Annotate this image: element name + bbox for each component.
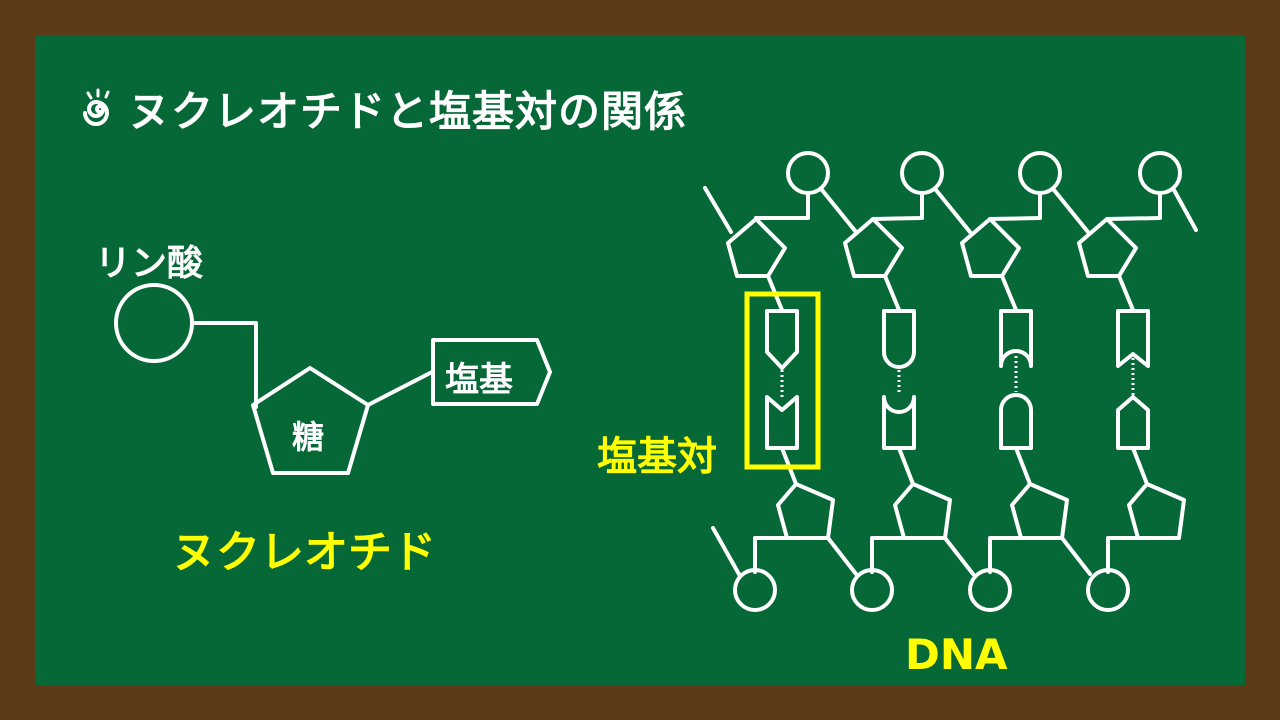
dna-base-bottom [882,395,916,450]
dna-bond [988,536,1023,574]
dna-sugar [726,217,787,278]
dna-phosphate [733,568,777,612]
dna-sugar [1077,217,1138,278]
dna-phosphate [900,151,944,195]
dna-sugar [776,482,835,540]
dna-bond [1014,446,1032,486]
dna-base-top [765,309,799,370]
dna-base-top [882,309,916,369]
sugar-pentagon [251,366,370,475]
chalkboard [35,35,1245,685]
dna-base-bottom [999,393,1033,450]
swirl-icon [83,88,110,126]
dna-bond [897,446,915,486]
dna-sugar [1010,482,1069,540]
dna-bond [934,188,972,234]
dna-phosphate [850,568,894,612]
sugar-base-bond [366,370,434,407]
dna-base-top [999,309,1033,368]
dna-sugar [1127,482,1186,540]
dna-base-top [1116,309,1150,368]
dna-phosphate [1018,151,1062,195]
dna-sugar [960,217,1021,278]
dna-sugar [843,217,904,278]
dna-base-bottom [1116,395,1150,450]
dna-bond [1052,188,1090,234]
dna-bond [883,274,901,312]
nucleotide-caption: ヌクレオチド [172,527,436,578]
dna-sugar [893,482,952,540]
base-pair-highlight-box [744,291,821,470]
base-shape [431,338,552,406]
dna-bond [754,191,810,221]
dna-bond [820,188,858,234]
dna-phosphate [786,151,830,195]
base-label: 塩基 [445,360,513,400]
strand-end [703,186,733,234]
dna-bond [943,536,975,576]
dna-bond [1060,536,1092,576]
base-pair-label: 塩基対 [597,434,717,480]
dna-bond [1105,191,1162,221]
phosphate-sugar-bond [190,321,258,409]
dna-bond [1117,274,1135,312]
dna-bond [1106,536,1140,574]
dna-bond [1172,188,1198,232]
dna-bond [753,536,789,574]
dna-bond [1131,446,1149,486]
dna-bond [1000,274,1018,312]
dna-bond [711,526,742,578]
dna-base-bottom [765,395,799,450]
phosphate-circle [114,283,194,363]
phosphate-label: リン酸 [95,243,204,284]
dna-bond [871,191,924,221]
dna-phosphate [968,568,1012,612]
page-title: ヌクレオチドと塩基対の関係 [128,87,688,136]
dna-bond [988,191,1042,221]
dna-phosphate [1086,568,1130,612]
sugar-label: 糖 [292,418,325,456]
dna-bond [826,536,858,576]
dna-phosphate [1138,151,1182,195]
dna-bond [870,536,906,574]
dna-caption: DNA [905,630,1008,679]
